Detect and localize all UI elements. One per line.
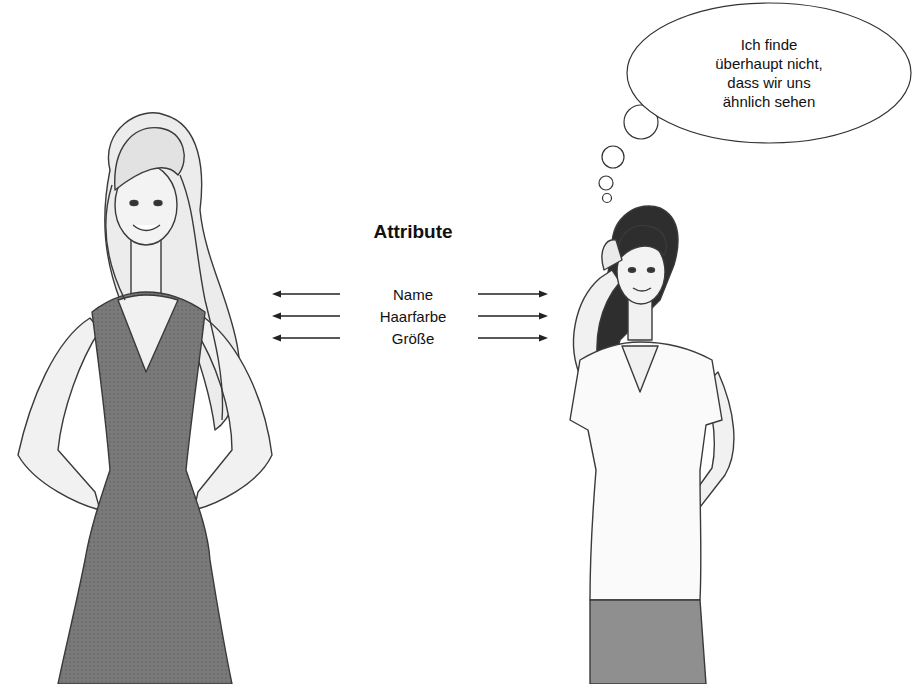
attribute-label: Name xyxy=(393,286,433,303)
attribute-label: Größe xyxy=(392,330,435,347)
thought-bubble: Ich finde überhaupt nicht, dass wir uns … xyxy=(626,2,912,144)
bubble-outline xyxy=(626,2,912,144)
diagram-title: Attribute xyxy=(373,221,452,243)
attribute-label: Haarfarbe xyxy=(380,308,447,325)
thought-dots xyxy=(599,105,658,203)
brunette-woman xyxy=(570,206,734,684)
blonde-woman xyxy=(18,113,272,684)
bubble-text: Ich finde überhaupt nicht, dass wir uns … xyxy=(706,35,832,111)
